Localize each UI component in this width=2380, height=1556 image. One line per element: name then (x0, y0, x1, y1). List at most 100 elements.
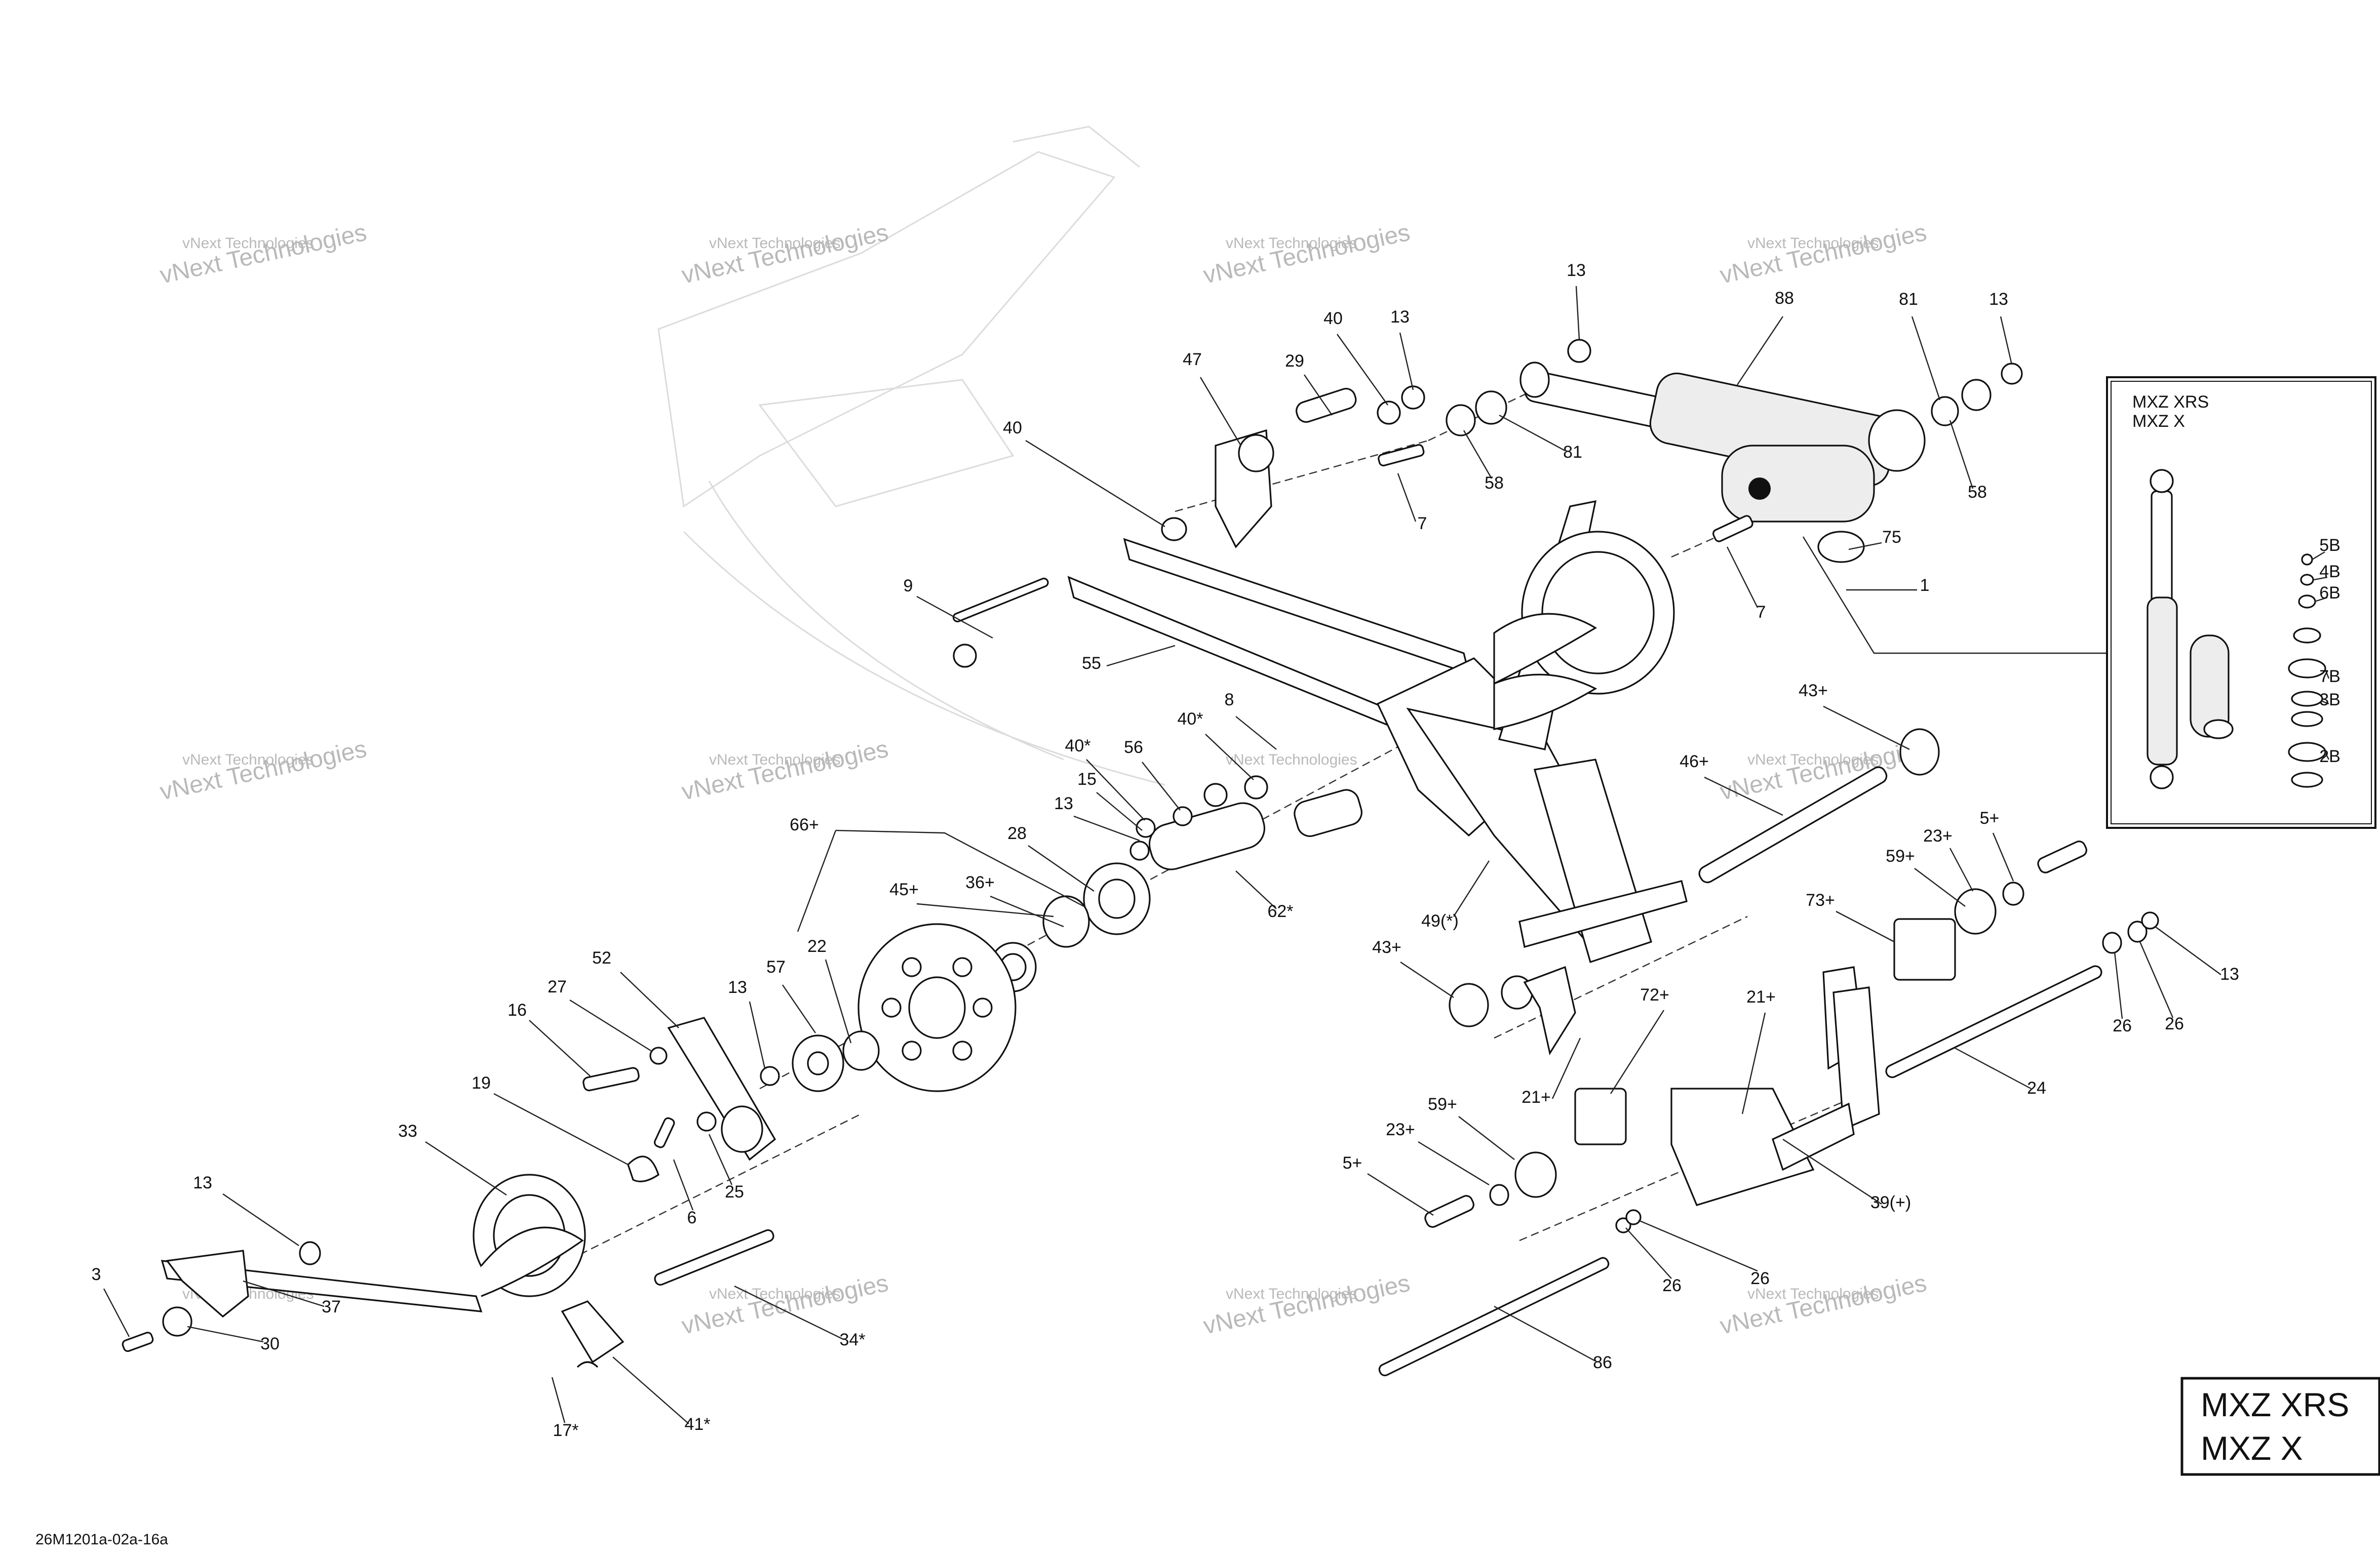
callout-13-0: 13 (1567, 261, 1586, 280)
callout-23-28: 23+ (1923, 826, 1953, 846)
callout-59-30: 59+ (1886, 847, 1915, 866)
callout-13-43: 13 (2220, 965, 2239, 984)
model-box-line-2: MXZ X (2201, 1429, 2303, 1467)
callout-88-5: 88 (1775, 289, 1794, 308)
watermark: vNext Technologies (182, 751, 314, 768)
callout-13-25: 13 (1054, 794, 1073, 813)
leader-lines (103, 286, 2221, 1424)
callout-81-9: 81 (1563, 443, 1582, 462)
callout-62-34: 62* (1267, 902, 1293, 921)
callout-56-22: 56 (1124, 738, 1143, 757)
callout-13-39: 13 (728, 978, 747, 997)
callout-15-24: 15 (1077, 770, 1097, 789)
callout-39-58: 39(+) (1870, 1193, 1911, 1212)
callout-66-26: 66+ (790, 815, 819, 834)
watermark: vNext Technologies (1226, 1286, 1357, 1302)
inset-callout-4B-1: 4B (2319, 562, 2340, 581)
callout-26-46: 26 (2113, 1016, 2132, 1035)
callout-24-50: 24 (2027, 1079, 2046, 1098)
watermark: vNext Technologies (182, 235, 314, 252)
inset-callout-2B-5: 2B (2319, 747, 2340, 766)
watermark: vNext Technologies (679, 736, 890, 806)
callout-46-23: 46+ (1680, 752, 1709, 771)
watermark: vNext Technologies (709, 1286, 841, 1302)
callout-3-59: 3 (92, 1265, 101, 1284)
model-box: MXZ XRS MXZ X (2180, 1377, 2380, 1476)
inset-model-2: MXZ X (2132, 412, 2185, 431)
watermark: vNext Technologies (158, 736, 369, 806)
callout-37-62: 37 (322, 1297, 341, 1316)
callout-59-51: 59+ (1428, 1095, 1457, 1114)
callout-22-36: 22 (807, 937, 827, 956)
inset-callout-3B-4: 3B (2319, 690, 2340, 709)
inset-callouts: 5B 4B 6B 7B 3B 2B (2319, 536, 2340, 766)
callout-5-29: 5+ (1980, 809, 2000, 828)
callout-27-41: 27 (548, 977, 567, 996)
callout-57-40: 57 (766, 957, 786, 977)
callout-19-48: 19 (472, 1073, 491, 1093)
callout-26-47: 26 (2165, 1014, 2184, 1033)
callout-26-60: 26 (1662, 1276, 1682, 1295)
shock-absorber (1519, 362, 1926, 563)
center-spring-pulley (792, 531, 1675, 1092)
inset-model-1: MXZ XRS (2132, 392, 2209, 412)
callout-43-20: 43+ (1799, 681, 1828, 700)
callout-43-37: 43+ (1372, 938, 1401, 957)
callout-7-12: 7 (1418, 514, 1427, 533)
watermark: vNext Technologies (1718, 219, 1929, 289)
watermark: vNext Technologies (1747, 235, 1879, 252)
watermark: vNext Technologies (1718, 1270, 1929, 1340)
watermark: vNext Technologies (1201, 1270, 1412, 1340)
callout-40-8: 40 (1003, 418, 1022, 437)
callout-6-56: 6 (687, 1208, 697, 1227)
inset-callout-7B-3: 7B (2319, 667, 2340, 686)
callout-7-16: 7 (1757, 603, 1766, 622)
callout-58-11: 58 (1968, 483, 1987, 502)
callout-5-55: 5+ (1343, 1153, 1362, 1173)
callout-40-19: 40* (1177, 709, 1203, 729)
inset-callout-5B-0: 5B (2319, 536, 2340, 555)
callout-55-17: 55 (1082, 654, 1101, 673)
callout-21-45: 21+ (1746, 987, 1776, 1007)
shock-bushings (1161, 339, 2023, 548)
callout-33-52: 33 (398, 1122, 417, 1141)
callout-81-6: 81 (1899, 290, 1918, 309)
callout-36-32: 36+ (965, 873, 995, 892)
callout-72-44: 72+ (1640, 985, 1669, 1005)
callout-8-18: 8 (1225, 690, 1234, 709)
watermark: vNext Technologies (1747, 1286, 1879, 1302)
watermark: vNext Technologies (709, 751, 841, 768)
callout-30-63: 30 (260, 1334, 280, 1353)
callout-17-66: 17* (553, 1421, 578, 1440)
callout-13-7: 13 (1989, 290, 2008, 309)
left-arm-assembly (122, 1017, 780, 1368)
callout-75-13: 75 (1882, 528, 1901, 547)
callout-29-3: 29 (1285, 351, 1304, 371)
diagram-code: 26M1201a-02a-16a (35, 1531, 168, 1548)
callout-1-15: 1 (1920, 576, 1930, 595)
callout-34-64: 34* (839, 1330, 865, 1349)
callout-40-1: 40 (1323, 309, 1343, 328)
watermark: vNext Technologies (1226, 235, 1357, 252)
callout-13-57: 13 (193, 1173, 212, 1192)
callout-9-14: 9 (904, 576, 913, 595)
watermark: vNext Technologies (1201, 219, 1412, 289)
callout-25-54: 25 (725, 1182, 744, 1202)
watermark: vNext Technologies (679, 1270, 890, 1340)
callout-21-49: 21+ (1521, 1088, 1551, 1107)
watermark: vNext Technologies (1747, 751, 1879, 768)
right-assemblies (1378, 728, 2159, 1377)
callout-16-42: 16 (508, 1001, 527, 1020)
callout-73-33: 73+ (1806, 891, 1835, 910)
callout-52-38: 52 (592, 948, 611, 968)
watermark: vNext Technologies (1226, 751, 1357, 768)
callout-47-4: 47 (1183, 350, 1202, 369)
callout-28-27: 28 (1007, 824, 1027, 843)
callout-49-35: 49(*) (1421, 911, 1459, 931)
callout-86-65: 86 (1593, 1353, 1612, 1372)
callout-23-53: 23+ (1386, 1120, 1415, 1139)
inset-callout-6B-2: 6B (2319, 583, 2340, 603)
ghost-frame (657, 126, 1165, 786)
